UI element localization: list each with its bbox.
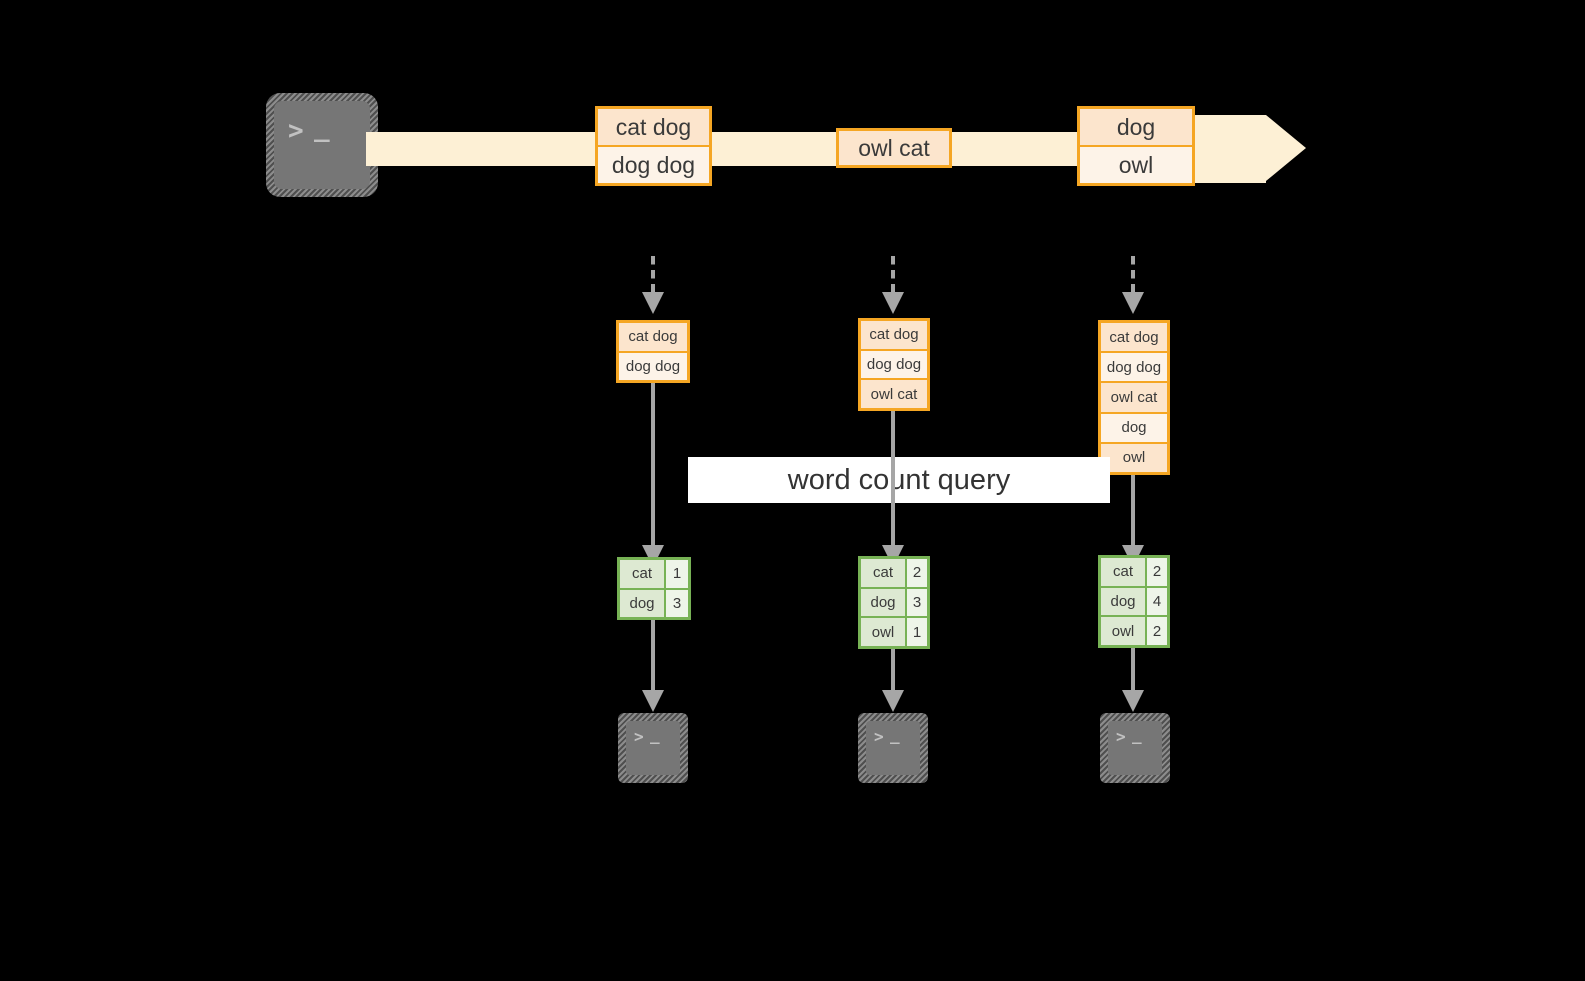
snapshot-1-dashed-arrowhead (642, 292, 664, 314)
source-terminal-icon: > _ (266, 93, 378, 197)
sink-terminal-cursor-glyph: _ (1132, 725, 1143, 744)
result-word: dog (861, 588, 907, 617)
result-row: owl 1 (861, 618, 927, 646)
result-count: 1 (666, 560, 688, 588)
snapshot-input-row: dog dog (861, 350, 927, 381)
snapshot-1-sink-connector (651, 620, 655, 694)
result-word: cat (1101, 558, 1147, 586)
snapshot-1-dashed-connector (651, 256, 655, 294)
source-terminal-cursor-glyph: _ (314, 113, 331, 143)
result-word: dog (1101, 587, 1147, 616)
snapshot-2-sink-connector (891, 649, 895, 694)
result-row: dog 3 (861, 588, 927, 619)
result-row: dog 3 (620, 589, 688, 617)
result-count: 2 (907, 559, 927, 587)
result-row: cat 1 (620, 560, 688, 590)
stream-record-row: owl cat (839, 131, 949, 165)
snapshot-1-sink-arrowhead (642, 690, 664, 712)
stream-record-row: owl (1080, 147, 1192, 183)
sink-terminal-prompt-glyph: > (874, 727, 885, 746)
sink-terminal-body: > _ (1108, 721, 1162, 775)
stream-record-row: dog dog (598, 147, 709, 183)
snapshot-input-row: owl cat (861, 380, 927, 408)
snapshot-3-input-table: cat dog dog dog owl cat dog owl (1098, 320, 1170, 475)
snapshot-1-query-connector (651, 383, 655, 549)
snapshot-3-sink-terminal-icon: > _ (1100, 713, 1170, 783)
sink-terminal-cursor-glyph: _ (890, 725, 901, 744)
snapshot-input-row: cat dog (1101, 323, 1167, 354)
result-count: 1 (907, 618, 927, 646)
word-count-query-label: word count query (688, 457, 1110, 503)
snapshot-1-input-table: cat dog dog dog (616, 320, 690, 383)
snapshot-1-result-table: cat 1 dog 3 (617, 557, 691, 620)
result-row: cat 2 (1101, 558, 1167, 588)
snapshot-2-sink-terminal-icon: > _ (858, 713, 928, 783)
result-count: 3 (666, 589, 688, 617)
result-word: dog (620, 589, 666, 617)
snapshot-input-row: owl (1101, 443, 1167, 472)
snapshot-input-row: owl cat (1101, 383, 1167, 414)
source-terminal-prompt-glyph: > (288, 116, 305, 146)
sink-terminal-cursor-glyph: _ (650, 725, 661, 744)
stream-record-group-2: owl cat (836, 128, 952, 168)
sink-terminal-body: > _ (866, 721, 920, 775)
snapshot-input-row: dog dog (1101, 353, 1167, 384)
snapshot-1-sink-terminal-icon: > _ (618, 713, 688, 783)
stream-record-group-1: cat dog dog dog (595, 106, 712, 186)
sink-terminal-prompt-glyph: > (1116, 727, 1127, 746)
snapshot-3-result-table: cat 2 dog 4 owl 2 (1098, 555, 1170, 648)
snapshot-3-dashed-connector (1131, 256, 1135, 294)
result-count: 4 (1147, 587, 1167, 616)
stream-record-group-3: dog owl (1077, 106, 1195, 186)
snapshot-input-row: cat dog (861, 321, 927, 351)
result-word: cat (620, 560, 666, 588)
result-word: owl (861, 618, 907, 646)
snapshot-input-row: dog (1101, 413, 1167, 444)
result-row: cat 2 (861, 559, 927, 589)
snapshot-2-input-table: cat dog dog dog owl cat (858, 318, 930, 411)
result-word: owl (1101, 617, 1147, 645)
result-count: 3 (907, 588, 927, 617)
snapshot-2-result-table: cat 2 dog 3 owl 1 (858, 556, 930, 649)
snapshot-2-dashed-connector (891, 256, 895, 294)
snapshot-3-sink-connector (1131, 648, 1135, 694)
snapshot-2-query-connector (891, 411, 895, 549)
snapshot-input-row: dog dog (619, 352, 687, 380)
record-stream-arrowhead (1266, 115, 1306, 181)
snapshot-2-sink-arrowhead (882, 690, 904, 712)
result-count: 2 (1147, 617, 1167, 645)
source-terminal-body: > _ (274, 101, 370, 189)
record-stream-band-wide (1186, 115, 1266, 183)
result-count: 2 (1147, 558, 1167, 586)
snapshot-2-dashed-arrowhead (882, 292, 904, 314)
stream-record-row: dog (1080, 109, 1192, 147)
snapshot-input-row: cat dog (619, 323, 687, 353)
result-row: owl 2 (1101, 617, 1167, 645)
result-word: cat (861, 559, 907, 587)
sink-terminal-body: > _ (626, 721, 680, 775)
result-row: dog 4 (1101, 587, 1167, 618)
snapshot-3-query-connector (1131, 475, 1135, 549)
sink-terminal-prompt-glyph: > (634, 727, 645, 746)
snapshot-3-sink-arrowhead (1122, 690, 1144, 712)
stream-record-row: cat dog (598, 109, 709, 147)
snapshot-3-dashed-arrowhead (1122, 292, 1144, 314)
